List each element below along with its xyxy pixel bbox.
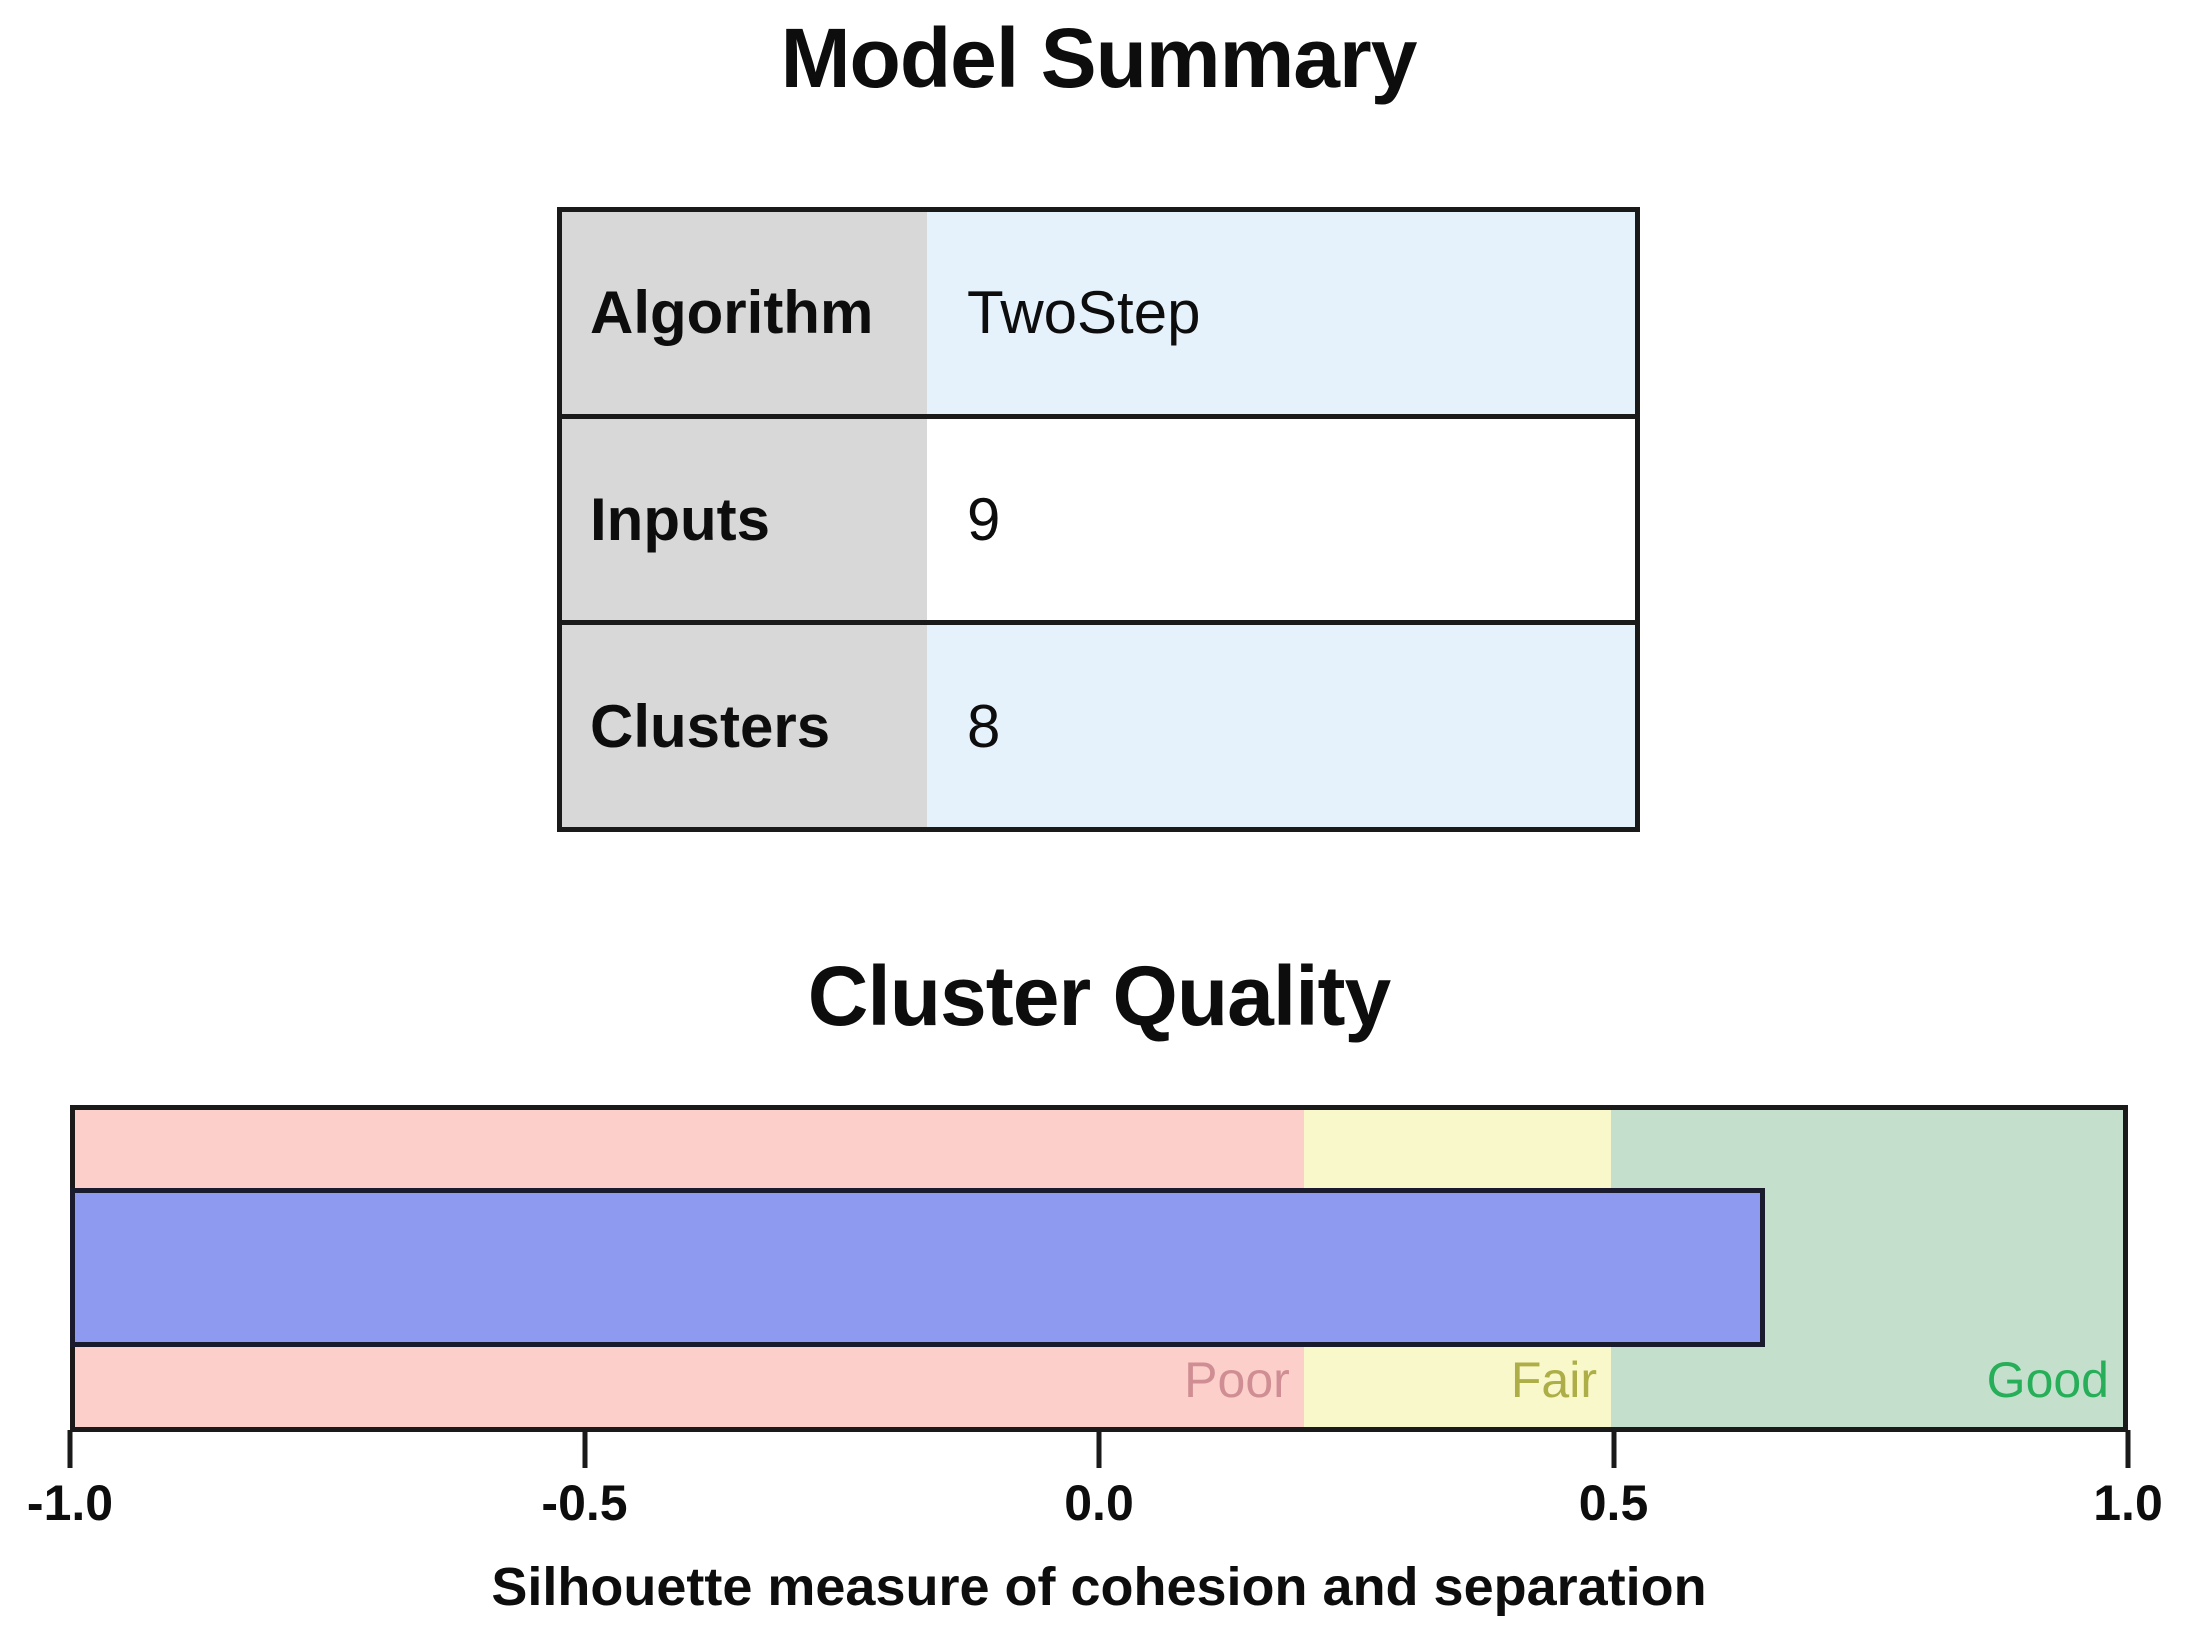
row-value-algorithm: TwoStep bbox=[927, 212, 1635, 414]
table-row: Algorithm TwoStep bbox=[562, 212, 1635, 414]
tick-label: 0.0 bbox=[1064, 1475, 1134, 1531]
tick-mark bbox=[582, 1430, 587, 1468]
model-summary-title: Model Summary bbox=[780, 11, 1418, 105]
model-summary-table: Algorithm TwoStep Inputs 9 Clusters 8 bbox=[557, 207, 1640, 832]
tick-mark bbox=[1611, 1430, 1616, 1468]
tick-mark bbox=[1096, 1430, 1102, 1468]
row-value-inputs: 9 bbox=[927, 418, 1635, 621]
zone-label-fair: Fair bbox=[1510, 1352, 1597, 1408]
x-axis bbox=[67, 1430, 2131, 1470]
silhouette-bar bbox=[70, 1187, 1765, 1348]
zone-label-good: Good bbox=[1986, 1352, 2109, 1408]
x-axis-tick-labels: -1.0 -0.5 0.0 0.5 1.0 bbox=[27, 1475, 2163, 1538]
table-row: Inputs 9 bbox=[562, 413, 1635, 621]
cluster-quality-title: Cluster Quality bbox=[807, 949, 1391, 1043]
tick-label: -0.5 bbox=[541, 1475, 628, 1531]
tick-label: 0.5 bbox=[1578, 1475, 1649, 1531]
cluster-quality-plot: Poor Fair Good bbox=[70, 1105, 2128, 1432]
tick-mark bbox=[2125, 1430, 2131, 1468]
row-label-inputs: Inputs bbox=[562, 418, 927, 621]
row-label-clusters: Clusters bbox=[562, 625, 927, 828]
tick-label: -1.0 bbox=[26, 1475, 114, 1531]
row-label-algorithm: Algorithm bbox=[562, 212, 927, 414]
zone-label-poor: Poor bbox=[1184, 1352, 1290, 1408]
x-axis-title: Silhouette measure of cohesion and separ… bbox=[491, 1557, 1707, 1617]
row-value-clusters: 8 bbox=[927, 625, 1635, 828]
tick-mark bbox=[67, 1430, 73, 1468]
tick-label: 1.0 bbox=[2093, 1475, 2163, 1531]
table-row: Clusters 8 bbox=[562, 620, 1635, 828]
